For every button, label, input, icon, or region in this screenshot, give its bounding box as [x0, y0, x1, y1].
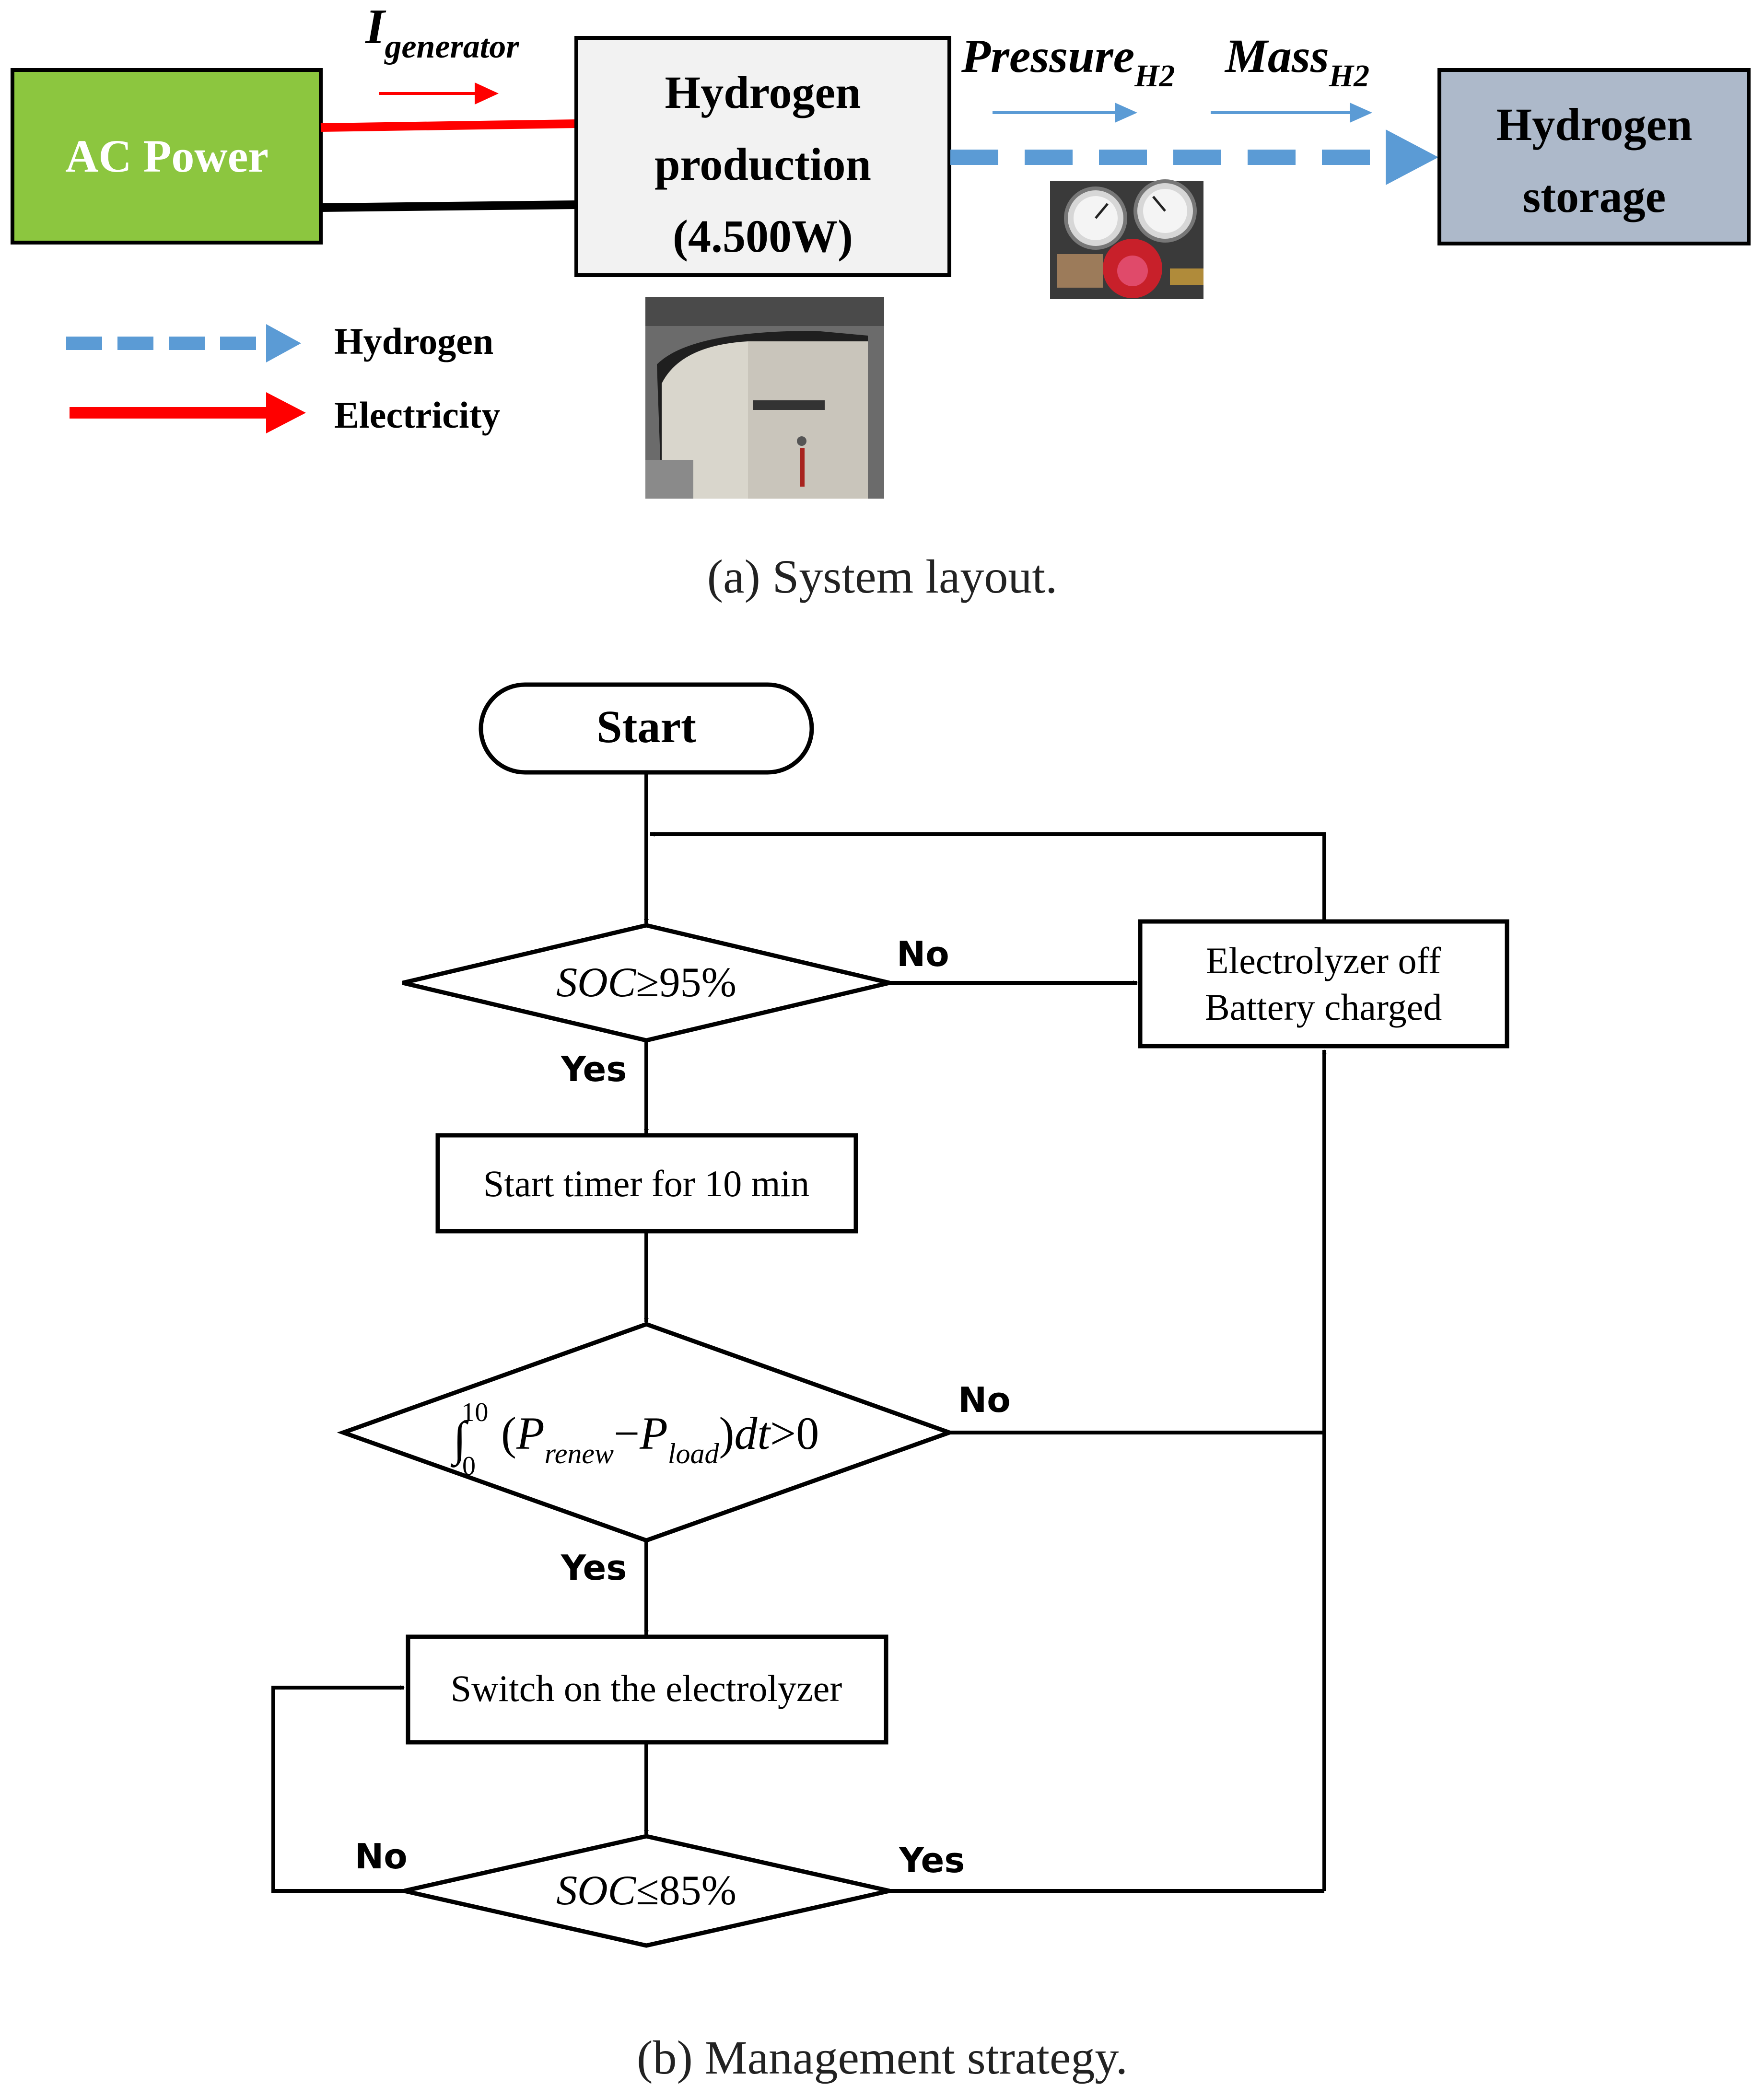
- legend: Hydrogen Electricity: [66, 320, 500, 436]
- legend-electricity-arrowhead: [266, 392, 306, 433]
- hydrogen-storage-box: [1437, 68, 1751, 245]
- electricity-line-red: [320, 119, 577, 132]
- pressure-direction-arrowhead: [1115, 103, 1137, 123]
- production-line-2: production: [654, 139, 871, 190]
- connector-d3-no: [271, 1685, 405, 1893]
- mass-label: MassH2: [1224, 29, 1369, 93]
- label-yes-2: Yes: [561, 1548, 627, 1588]
- decision-soc-low-label: SOC≤85%: [556, 1867, 736, 1914]
- legend-hydrogen-label: Hydrogen: [334, 320, 493, 362]
- caption-a: (a) System layout.: [707, 550, 1057, 603]
- decision-soc-high-label: SOC≥95%: [556, 959, 736, 1006]
- current-direction-arrowhead: [475, 82, 499, 105]
- hydrogen-production-box: [574, 36, 951, 277]
- connector-off-loopback: [650, 832, 1326, 921]
- electrolyzer-photo: [645, 297, 884, 499]
- switch-on-label: Switch on the electrolyzer: [451, 1667, 842, 1709]
- ac-power-label: AC Power: [65, 130, 269, 182]
- ac-power-box: [11, 68, 323, 245]
- pressure-regulator-photo: [1050, 179, 1203, 299]
- production-line-3: (4.500W): [673, 210, 853, 262]
- label-no-2: No: [958, 1380, 1011, 1420]
- timer-label: Start timer for 10 min: [483, 1163, 809, 1204]
- label-yes-3: Yes: [899, 1840, 965, 1880]
- label-no-3: No: [355, 1836, 408, 1877]
- system-layout: AC Power Igenerator Hydrogen production …: [11, 0, 1751, 603]
- pressure-label: PressureH2: [961, 29, 1175, 93]
- hydrogen-flow-arrowhead: [1386, 129, 1438, 185]
- electrolyzer-off-box: [1138, 919, 1509, 1049]
- label-no-1: No: [897, 934, 949, 974]
- caption-b: (b) Management strategy.: [637, 2031, 1128, 2084]
- storage-line-2: storage: [1523, 171, 1666, 222]
- mass-direction-arrowhead: [1350, 103, 1372, 123]
- label-yes-1: Yes: [561, 1049, 627, 1089]
- off-box-line-1: Electrolyzer off: [1206, 940, 1441, 981]
- legend-hydrogen-arrowhead: [266, 324, 301, 362]
- i-generator-label: Igenerator: [364, 0, 519, 65]
- off-box-line-2: Battery charged: [1205, 986, 1442, 1028]
- management-flowchart: Start SOC≥95% No Electrolyzer off Batter…: [271, 682, 1509, 2084]
- storage-line-1: Hydrogen: [1496, 99, 1693, 150]
- start-label: Start: [596, 701, 696, 752]
- production-line-1: Hydrogen: [665, 67, 861, 118]
- decision-soc-low: [404, 1834, 890, 1948]
- return-line-black: [320, 200, 577, 212]
- legend-electricity-label: Electricity: [334, 394, 500, 436]
